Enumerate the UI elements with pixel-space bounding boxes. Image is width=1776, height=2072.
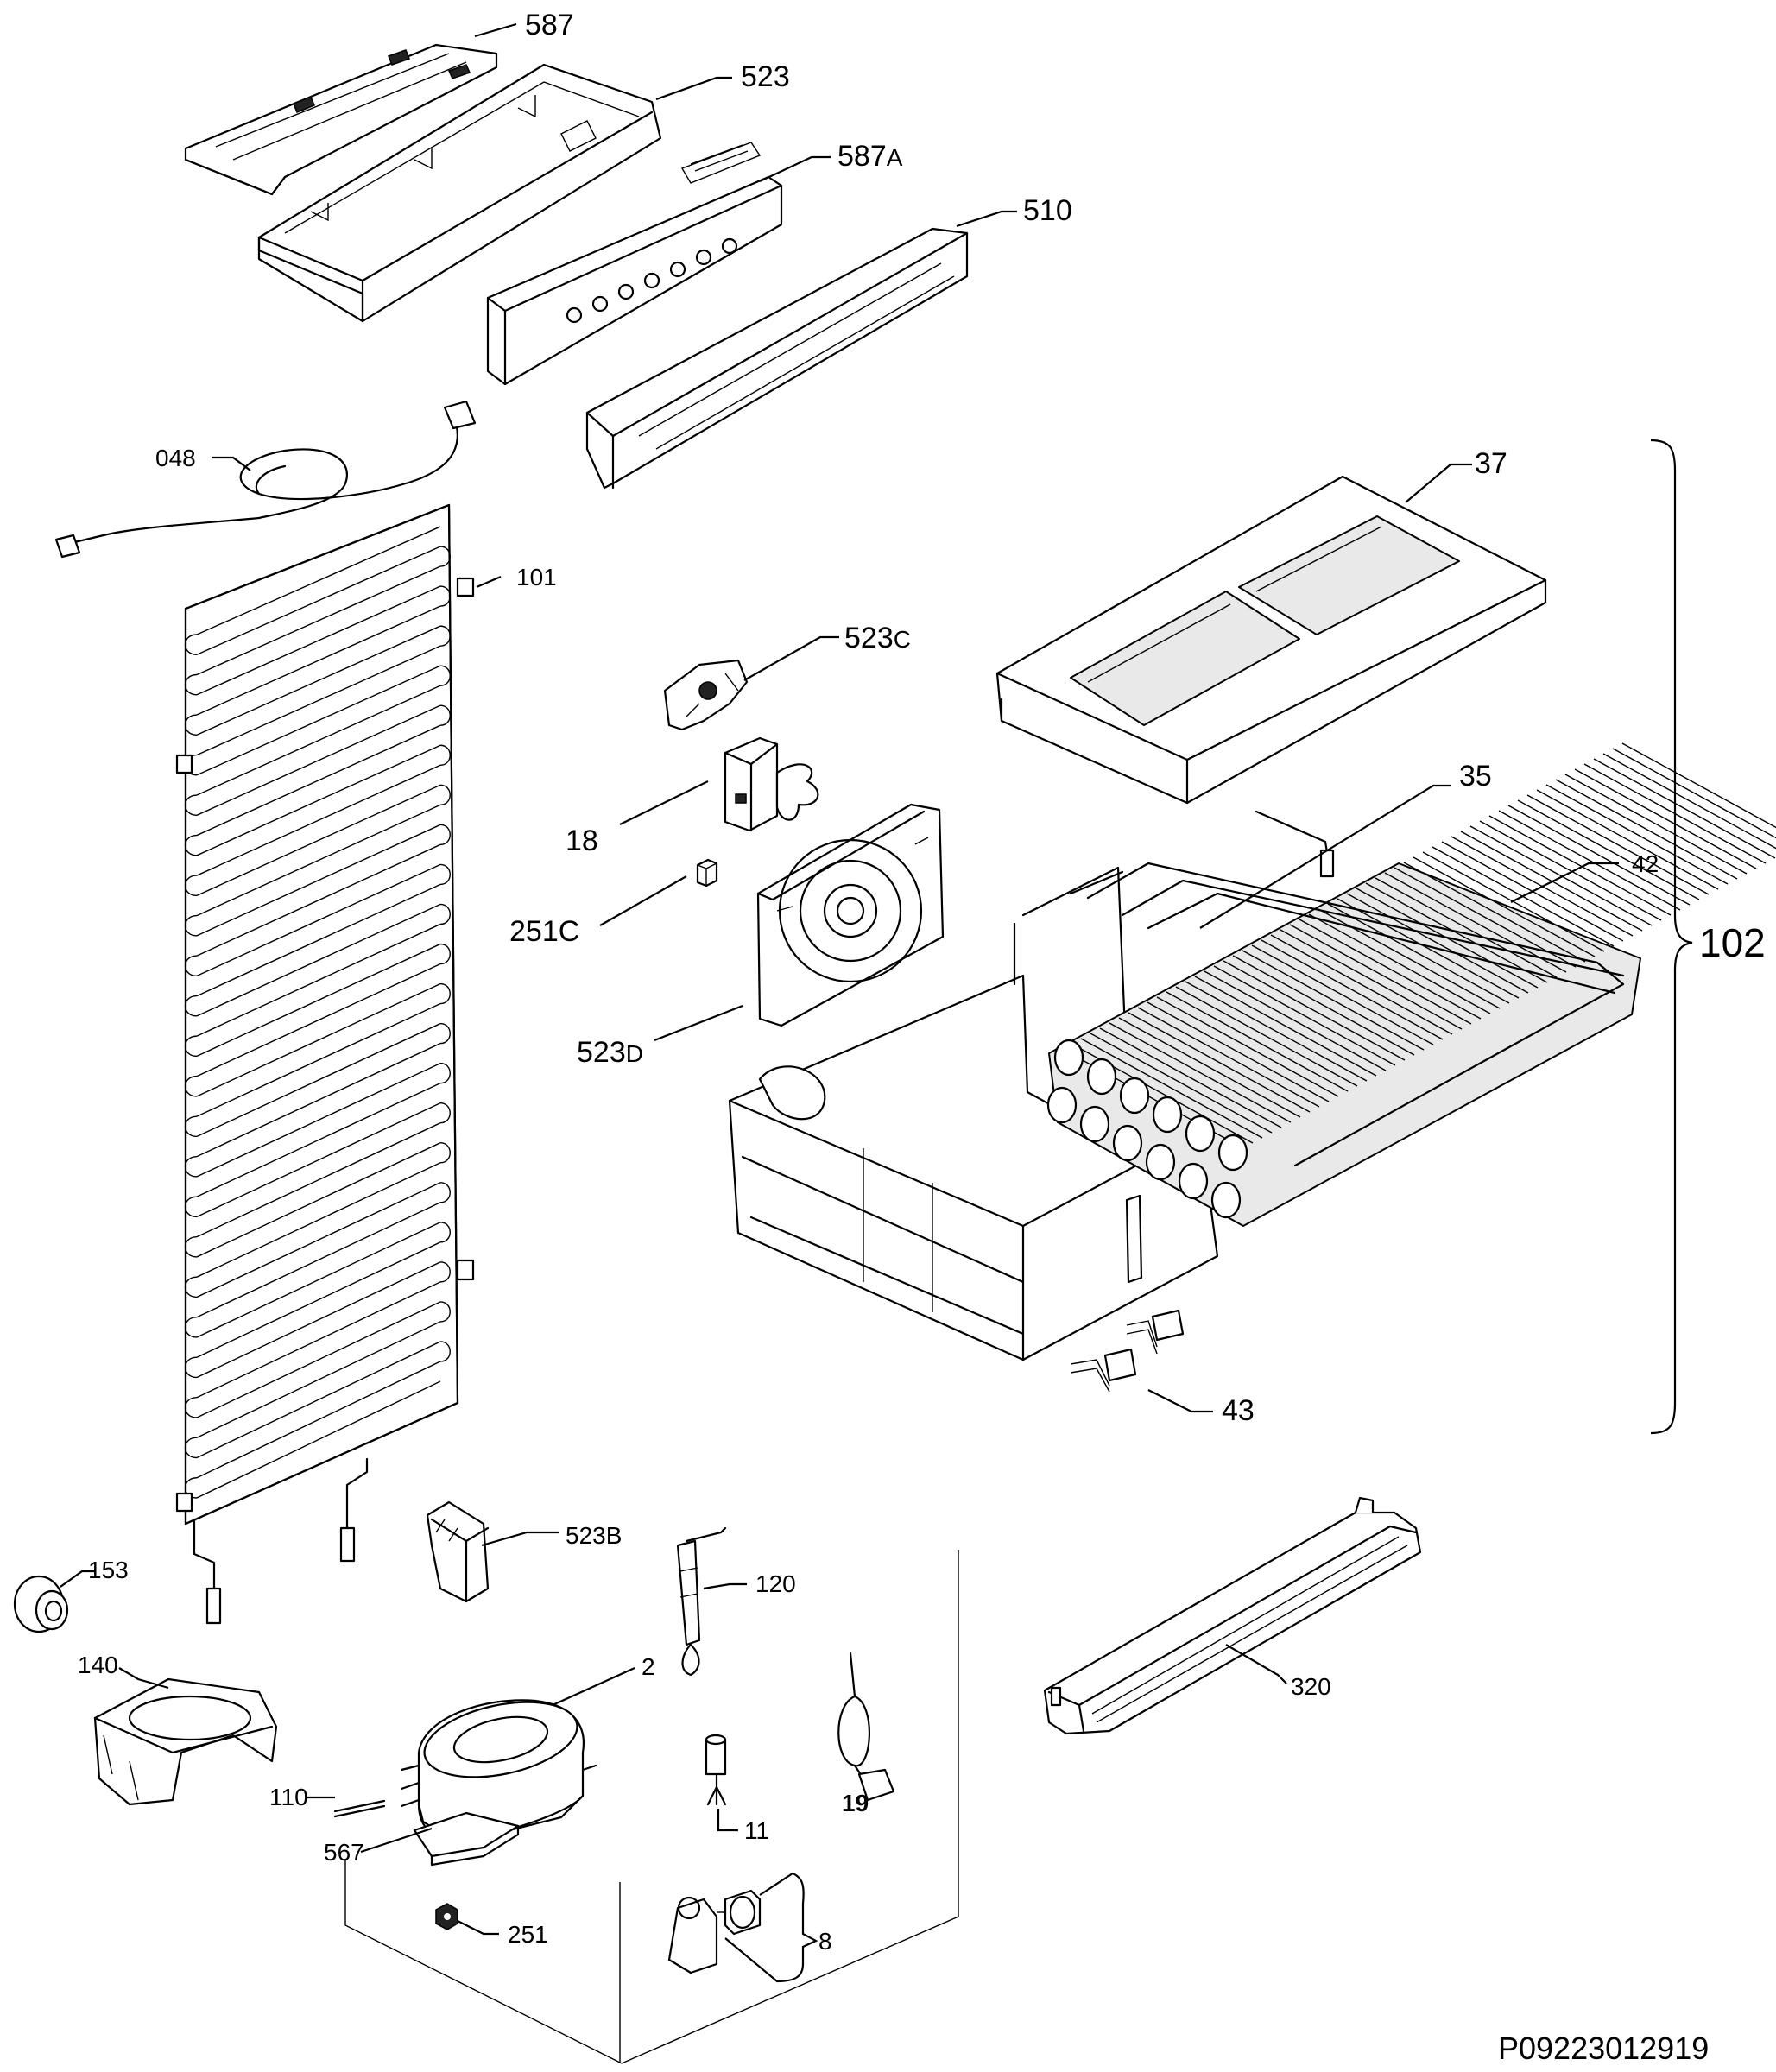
part-251-nut[interactable] xyxy=(435,1903,458,1930)
part-37-evaporator-cover[interactable] xyxy=(995,475,1547,805)
part-11-thermal-protector[interactable] xyxy=(705,1734,727,1806)
document-code: P09223012919 xyxy=(1498,2031,1709,2066)
label-11: 11 xyxy=(744,1817,769,1844)
label-110: 110 xyxy=(269,1784,308,1810)
leader-140 xyxy=(118,1667,169,1690)
label-2: 2 xyxy=(642,1653,655,1680)
label-251: 251 xyxy=(508,1921,548,1948)
part-587A-terminal-block[interactable] xyxy=(486,142,783,386)
part-523C-fan-bracket[interactable] xyxy=(663,659,749,731)
label-42: 42 xyxy=(1632,850,1659,877)
part-2-compressor[interactable] xyxy=(400,1690,597,1867)
part-587-control-board[interactable] xyxy=(184,43,498,196)
label-37: 37 xyxy=(1475,447,1507,480)
label-567: 567 xyxy=(324,1839,364,1866)
bracket-8 xyxy=(724,1872,818,1983)
leader-251 xyxy=(457,1920,499,1936)
leader-43 xyxy=(1147,1389,1213,1413)
part-35-sensor[interactable] xyxy=(1255,810,1335,878)
part-18-fan-motor[interactable] xyxy=(724,736,819,832)
leader-35 xyxy=(1199,784,1451,929)
leader-153 xyxy=(60,1570,95,1588)
label-320: 320 xyxy=(1291,1673,1331,1700)
leader-523C xyxy=(743,635,839,681)
part-8-relay-kit[interactable] xyxy=(667,1889,762,1974)
leader-2 xyxy=(552,1666,635,1707)
leader-510 xyxy=(956,210,1017,228)
label-510: 510 xyxy=(1023,194,1072,227)
bracket-102 xyxy=(1650,439,1693,1435)
label-523B: 523B xyxy=(566,1522,622,1549)
label-523D: 523D xyxy=(577,1036,643,1069)
part-153-grommet[interactable] xyxy=(13,1575,69,1633)
leader-523D xyxy=(654,1004,743,1042)
leader-320 xyxy=(1225,1644,1287,1684)
label-153: 153 xyxy=(88,1557,129,1583)
part-42-defrost-heater-evaporator[interactable] xyxy=(1046,742,1776,1227)
part-43-connectors[interactable] xyxy=(1070,1309,1185,1393)
leader-523 xyxy=(655,76,732,101)
label-587: 587 xyxy=(525,9,574,41)
leader-587 xyxy=(474,22,517,38)
part-condenser-coil[interactable] xyxy=(175,503,475,1625)
leader-048 xyxy=(212,456,251,471)
part-140-drip-tray[interactable] xyxy=(93,1677,278,1806)
leader-567 xyxy=(360,1827,433,1854)
part-320-plinth-bar[interactable] xyxy=(1043,1496,1422,1735)
part-523B-clip[interactable] xyxy=(426,1500,490,1603)
part-523D-fan-shroud[interactable] xyxy=(756,803,945,1027)
leader-523B xyxy=(481,1531,559,1547)
label-101: 101 xyxy=(516,564,557,591)
leader-37 xyxy=(1405,463,1472,503)
label-587A: 587A xyxy=(837,140,903,173)
part-120-start-relay[interactable] xyxy=(676,1526,727,1677)
part-523-control-housing[interactable] xyxy=(257,63,662,323)
part-110-rod[interactable] xyxy=(333,1799,386,1818)
label-048: 048 xyxy=(155,445,196,471)
label-120: 120 xyxy=(755,1570,796,1597)
leader-587A xyxy=(759,155,831,182)
part-102-evaporator-tray[interactable] xyxy=(728,866,1219,1361)
leader-11 xyxy=(717,1809,738,1832)
leader-18 xyxy=(619,780,709,825)
part-251C-clip[interactable] xyxy=(696,858,718,888)
part-19-power-cable[interactable] xyxy=(837,1652,895,1802)
leader-251C xyxy=(599,875,687,926)
compressor-zone-outline xyxy=(344,1550,959,2064)
leader-101 xyxy=(476,575,502,589)
label-8: 8 xyxy=(818,1928,832,1955)
leader-42 xyxy=(1510,862,1619,903)
label-35: 35 xyxy=(1459,760,1492,793)
label-18: 18 xyxy=(566,824,598,857)
label-43: 43 xyxy=(1222,1394,1255,1427)
label-523: 523 xyxy=(741,60,790,93)
part-048-sensor-cable[interactable] xyxy=(54,400,477,559)
leader-120 xyxy=(703,1582,747,1590)
label-102: 102 xyxy=(1699,920,1766,965)
label-140: 140 xyxy=(78,1652,118,1678)
label-251C: 251C xyxy=(509,915,579,948)
label-523C: 523C xyxy=(844,622,911,654)
label-19: 19 xyxy=(842,1790,869,1816)
part-510-cover-strip[interactable] xyxy=(585,227,969,490)
